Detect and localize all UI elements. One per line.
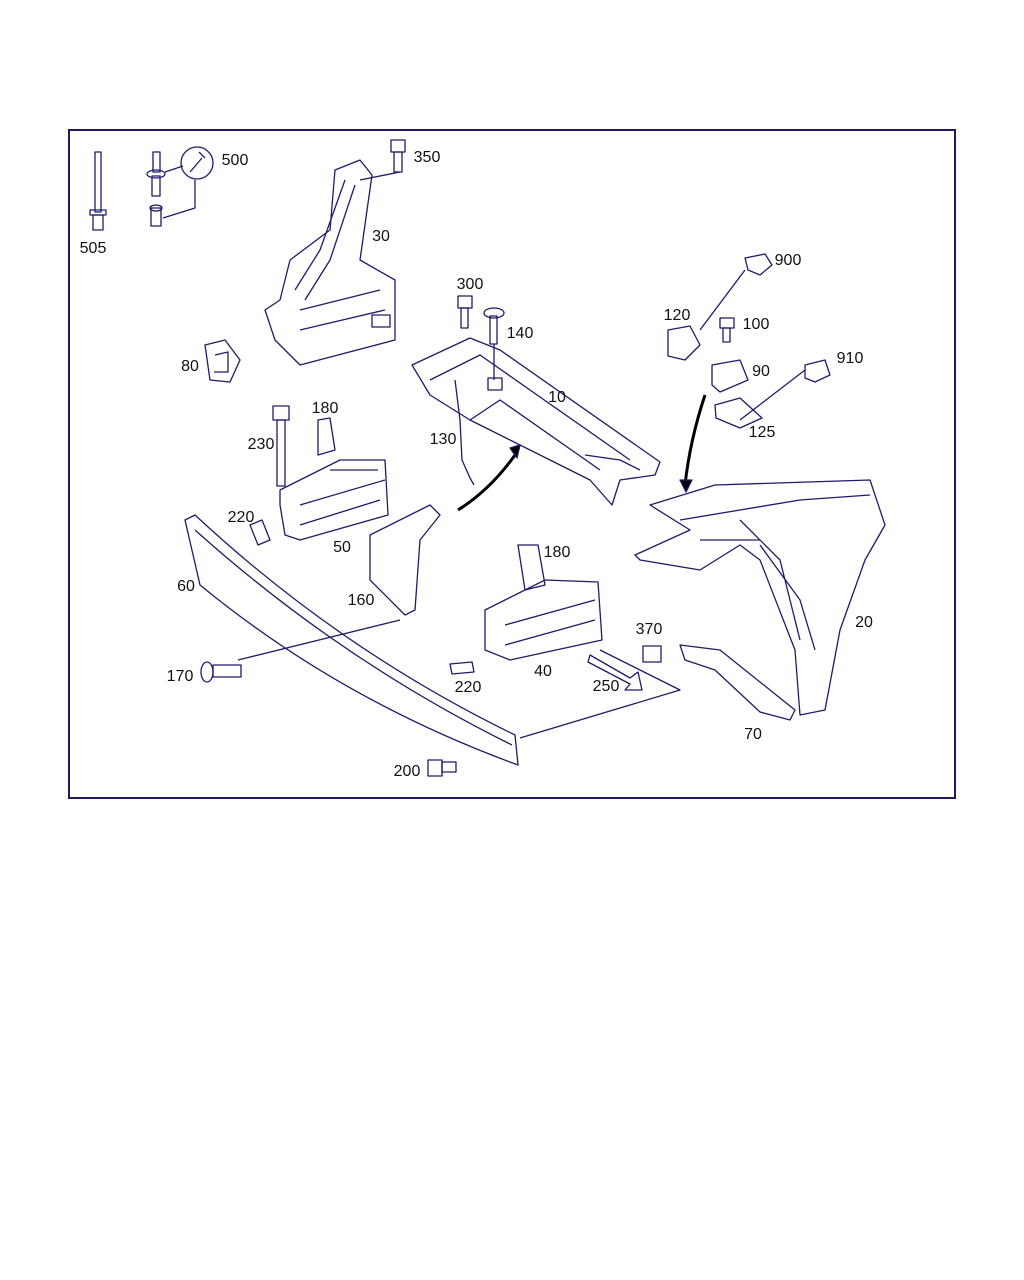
part-220-nut-2 [449,661,475,675]
callout-20: 20 [855,614,873,631]
callout-900: 900 [774,252,802,269]
part-910-clip [739,359,831,421]
callout-505: 505 [79,240,107,257]
part-180-clip [317,417,336,456]
part-60-bumper-beam [184,514,519,766]
part-80-latch [204,339,241,383]
arrow-icon [679,479,693,493]
part-20-side-member [634,479,886,716]
part-10-crossmember [411,337,661,506]
part-90-holder [711,359,749,393]
part-140-bolt [483,307,505,380]
part-70-bracket [679,644,796,721]
part-220-nut [249,519,271,546]
callout-30: 30 [372,228,390,245]
part-125-strip [714,397,763,429]
part-120-clip [667,325,701,361]
part-250-bolt [587,654,643,691]
callout-250: 250 [592,678,620,695]
part-160-bracket [369,504,441,616]
part-180-clip-2 [517,544,546,591]
callout-180-lower: 180 [543,544,571,561]
callout-120: 120 [663,307,691,324]
part-170-bolt [200,661,242,683]
callout-160: 160 [347,592,375,609]
callout-230: 230 [247,436,275,453]
part-230-bolt [272,405,290,487]
part-300-bolt [457,295,473,329]
part-100-bolt [719,317,735,343]
part-130-cable [454,379,475,486]
diagram-frame [68,129,956,799]
callout-130: 130 [429,431,457,448]
part-370-nut [642,645,662,663]
callout-500: 500 [221,152,249,169]
callout-125: 125 [748,424,776,441]
callout-180: 180 [311,400,339,417]
arrow-icon [509,444,521,459]
part-900-clip [699,253,773,331]
callout-370: 370 [635,621,663,638]
part-505-rivet [89,151,107,231]
callout-90: 90 [752,363,770,380]
callout-200: 200 [393,763,421,780]
arrow-icon [457,454,517,512]
callout-80: 80 [181,358,199,375]
callout-50: 50 [333,539,351,556]
callout-910: 910 [836,350,864,367]
callout-170: 170 [166,668,194,685]
callout-70: 70 [744,726,762,743]
arrow-icon [683,394,707,486]
part-40-crash-box [484,579,603,661]
part-30-bracket [264,159,401,366]
callout-300: 300 [456,276,484,293]
callout-140: 140 [506,325,534,342]
callout-60: 60 [177,578,195,595]
part-200-bolt [427,759,457,777]
callout-10: 10 [548,389,566,406]
callout-220: 220 [227,509,255,526]
callout-350: 350 [413,149,441,166]
callout-220-lower: 220 [454,679,482,696]
part-50-crash-box [279,459,389,541]
part-350-bolt [390,139,406,173]
callout-40: 40 [534,663,552,680]
callout-100: 100 [742,316,770,333]
part-500-tool [146,146,214,227]
